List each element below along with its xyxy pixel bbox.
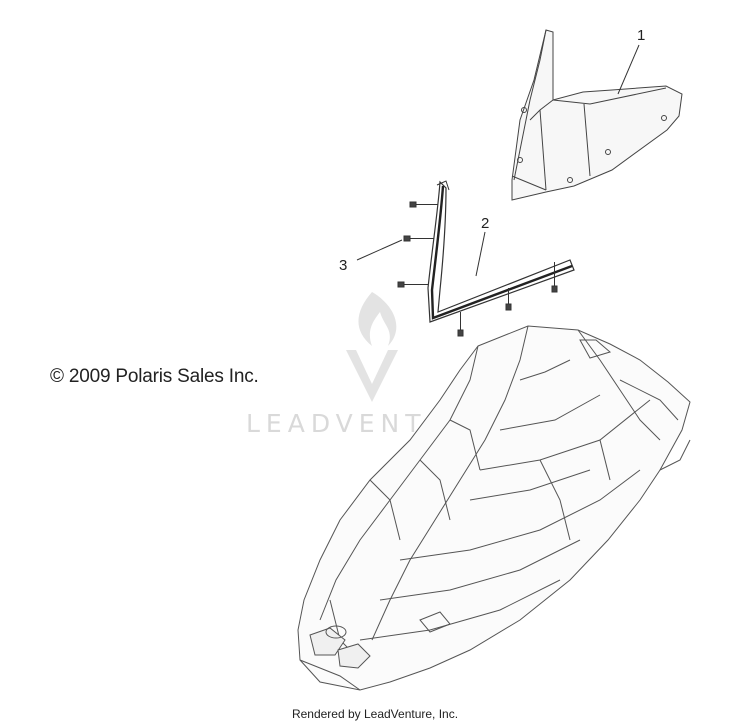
screw: [457, 312, 464, 337]
screw: [409, 201, 438, 208]
part-1-windshield: [511, 29, 683, 201]
screw: [551, 262, 558, 293]
callout-2: 2: [475, 215, 489, 277]
part-3-screws: [397, 201, 558, 337]
vehicle-hood: [297, 325, 691, 691]
footer-credit: Rendered by LeadVenture, Inc.: [291, 707, 459, 721]
screw: [505, 288, 512, 311]
part-2-seal: [427, 180, 575, 323]
callout-1-label: 1: [637, 27, 645, 44]
copyright-notice: © 2009 Polaris Sales Inc.: [50, 366, 259, 387]
watermark-logo: [346, 292, 398, 402]
callout-1: 1: [617, 27, 645, 95]
callout-3: 3: [339, 239, 403, 274]
screw: [397, 281, 428, 288]
screw: [403, 235, 434, 242]
callout-2-label: 2: [481, 215, 489, 232]
callout-3-label: 3: [339, 257, 347, 274]
